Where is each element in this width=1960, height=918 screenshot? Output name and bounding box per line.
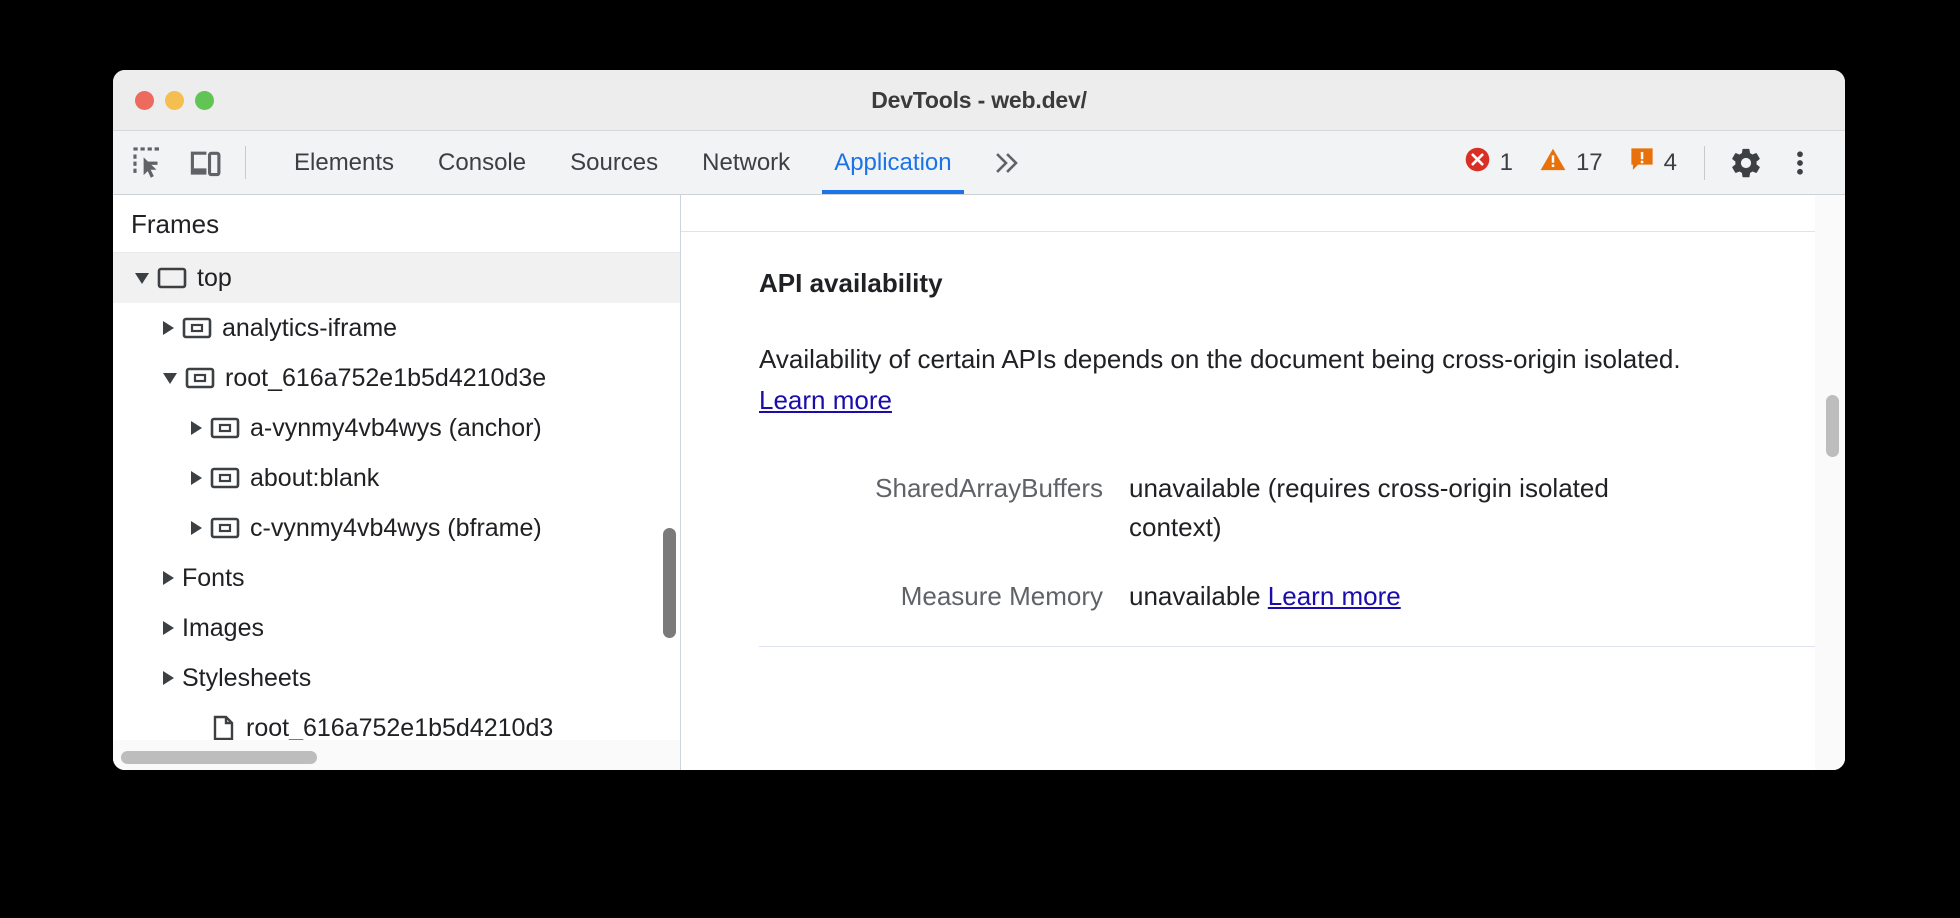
toolbar-divider — [245, 146, 246, 179]
api-availability-description: Availability of certain APIs depends on … — [759, 339, 1729, 421]
toolbar-status-group: 1 17 — [1451, 131, 1845, 194]
warning-count: 17 — [1575, 148, 1603, 176]
error-counter[interactable]: 1 — [1451, 146, 1526, 180]
row-measure-memory-value: unavailable Learn more — [1129, 577, 1401, 616]
panel-scroll-gutter — [1815, 195, 1845, 770]
device-toolbar-icon[interactable] — [177, 131, 233, 194]
tab-network[interactable]: Network — [680, 131, 812, 194]
tree-item-stylesheets[interactable]: Stylesheets — [113, 653, 680, 703]
window-title: DevTools - web.dev/ — [871, 86, 1087, 113]
tree-item-root-document-label: root_616a752e1b5d4210d3 — [246, 713, 554, 741]
learn-more-link-measure-memory[interactable]: Learn more — [1267, 581, 1401, 612]
sidebar-vertical-scrollbar[interactable] — [663, 528, 676, 638]
tab-elements[interactable]: Elements — [272, 131, 416, 194]
tree-item-anchor-frame[interactable]: a-vynmy4vb4wys (anchor) — [113, 403, 680, 453]
issue-icon — [1629, 146, 1655, 179]
tree-item-stylesheets-label: Stylesheets — [182, 663, 312, 692]
devtools-toolbar: Elements Console Sources Network Applica… — [113, 131, 1845, 195]
sidebar-bottom-strip — [113, 740, 680, 770]
row-measure-memory-key: Measure Memory — [900, 581, 1103, 612]
toolbar-divider-right — [1704, 145, 1705, 180]
warning-counter[interactable]: 17 — [1526, 146, 1616, 180]
tree-item-fonts[interactable]: Fonts — [113, 553, 680, 603]
tree-item-fonts-label: Fonts — [182, 563, 245, 592]
frames-sidebar: Frames top — [113, 195, 681, 770]
tab-console[interactable]: Console — [416, 131, 548, 194]
tree-item-bframe[interactable]: c-vynmy4vb4wys (bframe) — [113, 503, 680, 553]
tree-item-images[interactable]: Images — [113, 603, 680, 653]
chevron-right-icon[interactable] — [191, 421, 202, 435]
chevron-right-icon[interactable] — [163, 571, 174, 585]
page-frame-icon — [157, 266, 187, 290]
tree-item-top[interactable]: top — [113, 253, 680, 303]
tab-sources-label: Sources — [570, 148, 659, 176]
tree-item-root-frame[interactable]: root_616a752e1b5d4210d3e — [113, 353, 680, 403]
document-icon — [210, 715, 236, 740]
tree-item-anchor-frame-label: a-vynmy4vb4wys (anchor) — [250, 413, 542, 442]
tab-console-label: Console — [438, 148, 527, 176]
tree-item-root-document[interactable]: root_616a752e1b5d4210d3 — [113, 703, 680, 740]
frame-details-content: API availability Availability of certain… — [681, 232, 1815, 770]
close-window-button[interactable] — [135, 90, 154, 110]
error-icon — [1464, 146, 1491, 180]
row-shared-array-buffers: SharedArrayBuffers unavailable (requires… — [759, 469, 1815, 547]
tree-item-about-blank[interactable]: about:blank — [113, 453, 680, 503]
iframe-icon — [182, 316, 212, 340]
iframe-icon — [210, 516, 240, 540]
tree-item-analytics-iframe[interactable]: analytics-iframe — [113, 303, 680, 353]
issue-counter[interactable]: 4 — [1616, 146, 1690, 179]
window-titlebar: DevTools - web.dev/ — [113, 70, 1845, 131]
chevron-right-icon[interactable] — [163, 621, 174, 635]
minimize-window-button[interactable] — [165, 90, 184, 110]
iframe-icon — [210, 416, 240, 440]
tree-item-top-label: top — [197, 263, 232, 292]
row-measure-memory: Measure Memory unavailable Learn more — [759, 577, 1815, 616]
tab-network-label: Network — [702, 148, 791, 176]
devtools-body: Frames top — [113, 195, 1845, 770]
tab-elements-label: Elements — [294, 148, 395, 176]
row-shared-array-buffers-key: SharedArrayBuffers — [875, 473, 1103, 504]
inspect-element-icon[interactable] — [121, 131, 177, 194]
row-measure-memory-value-text: unavailable — [1129, 581, 1268, 612]
panel-bottom-divider — [759, 646, 1815, 648]
tree-item-about-blank-label: about:blank — [250, 463, 380, 492]
warning-icon — [1539, 146, 1567, 180]
tab-application[interactable]: Application — [812, 131, 973, 194]
panel-tab-list: Elements Console Sources Network Applica… — [272, 131, 1044, 194]
section-title-api-availability: API availability — [759, 268, 943, 298]
chevron-down-icon[interactable] — [135, 272, 149, 284]
issue-count: 4 — [1663, 148, 1677, 176]
main-vertical-scrollbar[interactable] — [1826, 395, 1839, 457]
chevron-right-icon[interactable] — [163, 321, 174, 335]
api-availability-description-text: Availability of certain APIs depends on … — [759, 344, 1681, 374]
sidebar-header-frames: Frames — [113, 195, 680, 253]
iframe-icon — [210, 466, 240, 490]
gear-icon[interactable] — [1719, 136, 1773, 190]
traffic-light-group — [135, 90, 214, 110]
tree-item-analytics-iframe-label: analytics-iframe — [222, 313, 398, 342]
chevron-right-icon[interactable] — [191, 521, 202, 535]
frame-details-panel: API availability Availability of certain… — [681, 195, 1815, 770]
devtools-window: DevTools - web.dev/ — [113, 70, 1845, 770]
more-tabs-chevron-icon[interactable] — [974, 131, 1044, 194]
learn-more-link-top[interactable]: Learn more — [759, 385, 892, 416]
chevron-right-icon[interactable] — [191, 471, 202, 485]
error-count: 1 — [1499, 148, 1513, 176]
maximize-window-button[interactable] — [195, 90, 214, 110]
frames-tree: top analytics-iframe — [113, 253, 680, 740]
tree-item-images-label: Images — [182, 613, 264, 642]
panel-top-divider — [681, 195, 1815, 232]
tree-item-bframe-label: c-vynmy4vb4wys (bframe) — [250, 513, 542, 542]
tree-item-root-frame-label: root_616a752e1b5d4210d3e — [225, 363, 547, 392]
chevron-right-icon[interactable] — [163, 671, 174, 685]
tab-sources[interactable]: Sources — [548, 131, 680, 194]
sidebar-horizontal-scrollbar[interactable] — [121, 751, 317, 764]
tab-application-label: Application — [834, 148, 952, 176]
kebab-menu-icon[interactable] — [1773, 136, 1827, 190]
row-shared-array-buffers-value: unavailable (requires cross-origin isola… — [1129, 473, 1609, 543]
iframe-icon — [185, 366, 215, 390]
chevron-down-icon[interactable] — [163, 372, 177, 384]
